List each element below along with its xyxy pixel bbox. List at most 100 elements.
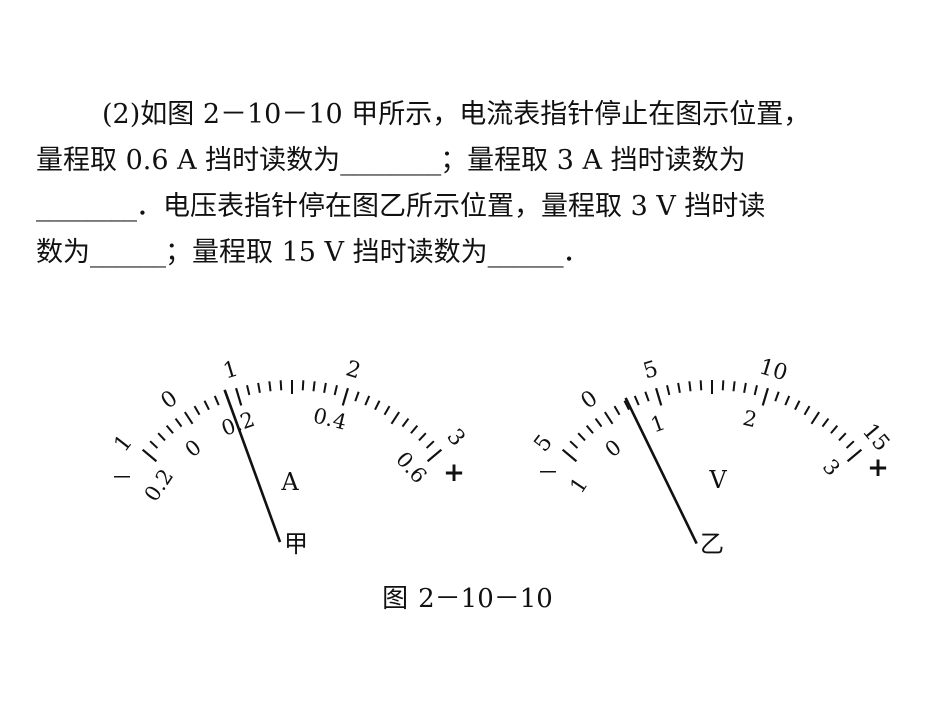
- outer-scale-label: 10: [756, 354, 790, 386]
- outer-scale-label: 0: [577, 386, 603, 415]
- meter-unit-symbol: A: [280, 468, 299, 496]
- outer-scale-label: 1: [110, 430, 138, 456]
- minus-terminal: －: [111, 466, 133, 491]
- meter-name: 甲: [284, 530, 308, 558]
- inner-scale-label: 0: [181, 435, 206, 462]
- scale-tick: [732, 381, 736, 392]
- problem-line4-text-b: ；量程取 15 V 挡时读数为: [165, 237, 488, 268]
- inner-scale-label: 0.6: [391, 447, 431, 488]
- scale-tick: [279, 380, 283, 391]
- scale-tick: [613, 405, 621, 416]
- scale-tick: [838, 432, 847, 442]
- scale-tick: [821, 417, 830, 428]
- inner-scale-label: 3: [818, 455, 845, 481]
- scale-tick: [257, 382, 261, 393]
- figure-caption: 图 2－10－10: [0, 578, 945, 615]
- answer-blank-2[interactable]: ________: [36, 191, 137, 222]
- outer-scale-label: 5: [640, 356, 661, 384]
- scale-tick: [794, 400, 801, 411]
- scale-tick: [688, 381, 692, 392]
- outer-scale-label: 2: [343, 356, 364, 384]
- scale-tick: [157, 432, 166, 442]
- scale-tick: [761, 387, 769, 406]
- scale-tick: [341, 387, 349, 406]
- scale-tick: [561, 448, 578, 463]
- scale-tick: [323, 382, 327, 393]
- problem-line4-text-a: 数为: [36, 237, 90, 268]
- scale-tick: [165, 424, 174, 434]
- outer-scale-label: 15: [857, 419, 894, 457]
- inner-scale-label: 0.4: [311, 403, 349, 434]
- problem-line2-text-a: 量程取 0.6 A 挡时读数为: [36, 145, 341, 176]
- scale-tick: [426, 448, 443, 463]
- scale-tick: [623, 400, 630, 411]
- problem-text: (2)如图 2－10－10 甲所示，电流表指针停止在图示位置， 量程取 0.6 …: [36, 92, 916, 276]
- answer-blank-3[interactable]: ______: [90, 237, 166, 268]
- scale-tick: [830, 424, 839, 434]
- problem-line2-text-b: ；量程取 3 A 挡时读数为: [440, 145, 746, 176]
- outer-scale-label: 3: [441, 424, 469, 451]
- inner-scale-label: 1: [648, 410, 669, 437]
- meter-needle: [624, 397, 698, 545]
- scale-tick: [149, 440, 159, 449]
- scale-tick: [753, 385, 758, 396]
- scale-tick: [569, 440, 579, 449]
- inner-scale-label: 0.2: [140, 465, 179, 506]
- scale-tick: [401, 417, 410, 428]
- scale-tick: [312, 381, 316, 392]
- scale-tick: [604, 411, 614, 425]
- scale-tick: [633, 395, 640, 406]
- answer-blank-4[interactable]: ______: [487, 237, 564, 268]
- scale-tick: [594, 417, 603, 428]
- meter-needle: [223, 389, 282, 543]
- scale-tick: [721, 380, 725, 391]
- scale-tick: [364, 395, 371, 406]
- scale-tick: [577, 432, 586, 442]
- inner-scale-label: 1: [565, 473, 592, 498]
- scale-tick: [333, 385, 338, 396]
- scale-tick: [213, 395, 220, 406]
- scale-tick: [803, 405, 811, 416]
- scale-tick: [677, 382, 681, 393]
- answer-blank-1[interactable]: ________: [340, 145, 441, 176]
- problem-line-4: 数为______；量程取 15 V 挡时读数为______．: [36, 230, 916, 276]
- scale-tick: [374, 400, 381, 411]
- meter-unit-symbol: V: [708, 466, 727, 494]
- problem-line-1: (2)如图 2－10－10 甲所示，电流表指针停止在图示位置，: [36, 92, 916, 138]
- inner-scale-label: 0: [601, 435, 626, 462]
- scale-tick: [418, 432, 427, 442]
- problem-line-2: 量程取 0.6 A 挡时读数为________；量程取 3 A 挡时读数为: [36, 138, 916, 184]
- scale-tick: [666, 385, 671, 396]
- scale-tick: [235, 387, 243, 406]
- scale-tick: [301, 380, 305, 391]
- scale-tick: [184, 411, 194, 425]
- problem-line4-text-c: ．: [562, 237, 590, 268]
- caption-number: 2－10－10: [418, 584, 553, 614]
- scale-tick: [410, 424, 419, 434]
- minus-terminal: －: [537, 461, 559, 486]
- scale-tick: [354, 391, 360, 402]
- scale-tick: [585, 424, 594, 434]
- problem-line1-text: (2)如图 2－10－10 甲所示，电流表指针停止在图示位置，: [102, 99, 811, 130]
- scale-tick: [845, 440, 855, 449]
- plus-terminal: +: [867, 453, 889, 483]
- scale-tick: [383, 405, 391, 416]
- meter-name: 乙: [700, 530, 724, 558]
- scale-tick: [193, 405, 201, 416]
- scale-tick: [203, 400, 210, 411]
- caption-fig-label: 图: [382, 584, 409, 614]
- scale-tick: [846, 448, 863, 463]
- inner-scale-label: 2: [741, 406, 760, 432]
- scale-tick: [699, 380, 703, 391]
- scale-tick: [774, 391, 780, 402]
- scale-tick: [246, 385, 251, 396]
- scale-tick: [390, 411, 400, 425]
- scale-tick: [655, 387, 663, 406]
- scale-tick: [644, 391, 650, 402]
- plus-terminal: +: [443, 458, 465, 488]
- outer-scale-label: 1: [220, 356, 241, 384]
- scale-tick: [425, 440, 435, 449]
- scale-tick: [174, 417, 183, 428]
